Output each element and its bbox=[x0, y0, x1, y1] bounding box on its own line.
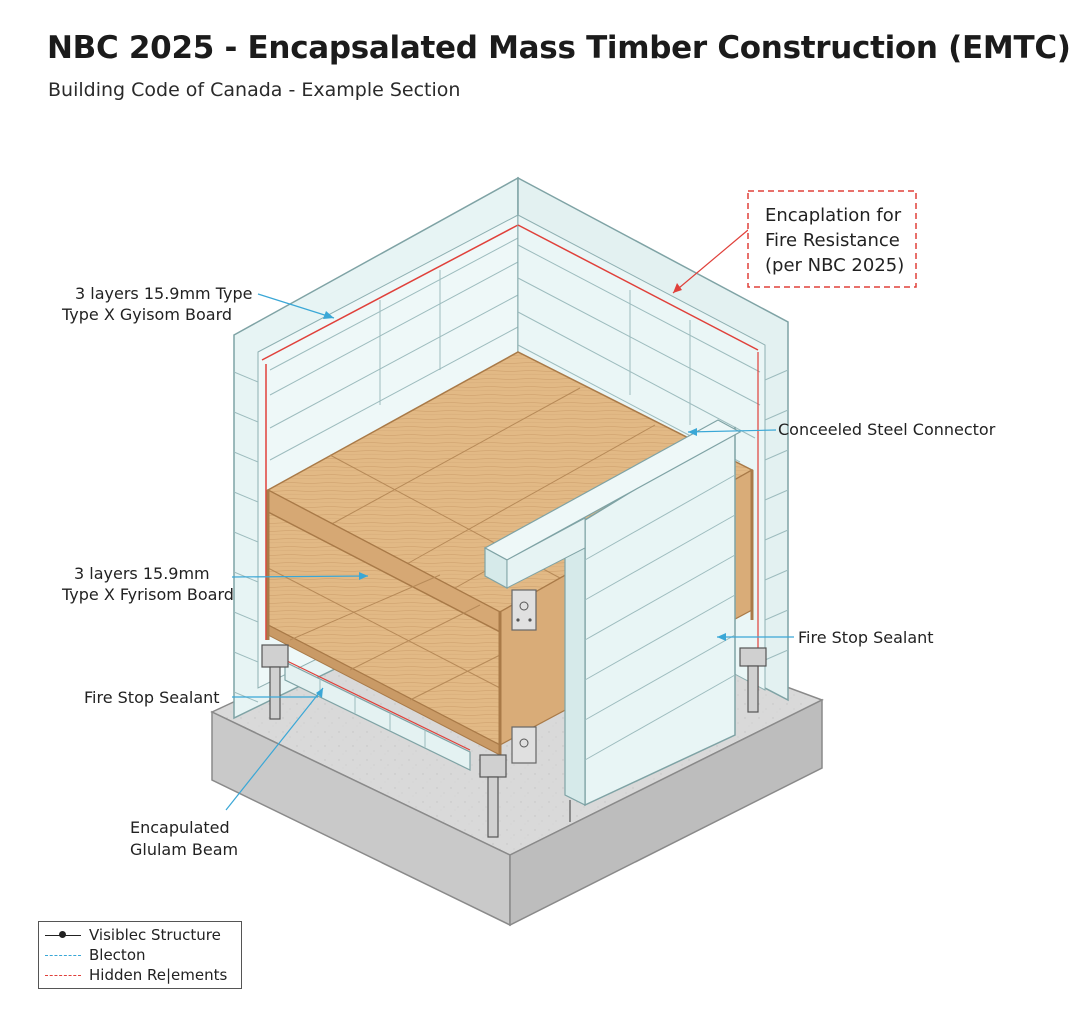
solid-line-icon bbox=[43, 928, 83, 942]
legend-label: Hidden Re|ements bbox=[89, 966, 228, 984]
legend-item-blecton: Blecton bbox=[43, 945, 146, 965]
label-encapsulation: (per NBC 2025) bbox=[765, 255, 904, 276]
legend-item-visible-structure: Visiblec Structure bbox=[43, 925, 221, 945]
legend-label: Blecton bbox=[89, 946, 146, 964]
leader-arrowheads bbox=[316, 283, 726, 698]
dashed-blue-line-icon bbox=[43, 948, 83, 962]
label-fire-stop-left: Fire Stop Sealant bbox=[84, 688, 220, 707]
emtc-section-diagram: 3 layers 15.9mm Type Type X Gyisom Board… bbox=[61, 176, 996, 927]
label-gypsum-mid: Type X Fyrisom Board bbox=[61, 585, 234, 604]
label-encapsulation: Encaplation for bbox=[765, 205, 902, 226]
label-encapsulation: Fire Resistance bbox=[765, 230, 900, 251]
glulam-beam-encapsulation bbox=[284, 659, 471, 771]
label-gypsum-top: 3 layers 15.9mm Type bbox=[75, 284, 252, 303]
legend: Visiblec Structure Blecton Hidden Re|eme… bbox=[38, 921, 242, 989]
page-subtitle: Building Code of Canada - Example Sectio… bbox=[48, 79, 461, 101]
encapsulation-callout-box bbox=[747, 190, 917, 288]
label-steel-connector: Conceeled Steel Connector bbox=[778, 420, 996, 439]
dashed-red-line-icon bbox=[43, 968, 83, 982]
page-title: NBC 2025 - Encapsalated Mass Timber Cons… bbox=[47, 30, 1071, 66]
steel-post-anchors bbox=[261, 644, 767, 838]
label-glulam: Encapulated bbox=[130, 818, 230, 837]
label-fire-stop-right: Fire Stop Sealant bbox=[798, 628, 934, 647]
leader-lines bbox=[225, 229, 794, 811]
gypsum-wall-front bbox=[483, 419, 742, 807]
legend-label: Visiblec Structure bbox=[89, 926, 221, 944]
legend-item-hidden-elements: Hidden Re|ements bbox=[43, 965, 227, 985]
label-gypsum-mid: 3 layers 15.9mm bbox=[74, 564, 210, 583]
steel-connectors bbox=[511, 589, 537, 764]
label-glulam: Glulam Beam bbox=[130, 840, 238, 859]
label-gypsum-top: Type X Gyisom Board bbox=[61, 305, 232, 324]
